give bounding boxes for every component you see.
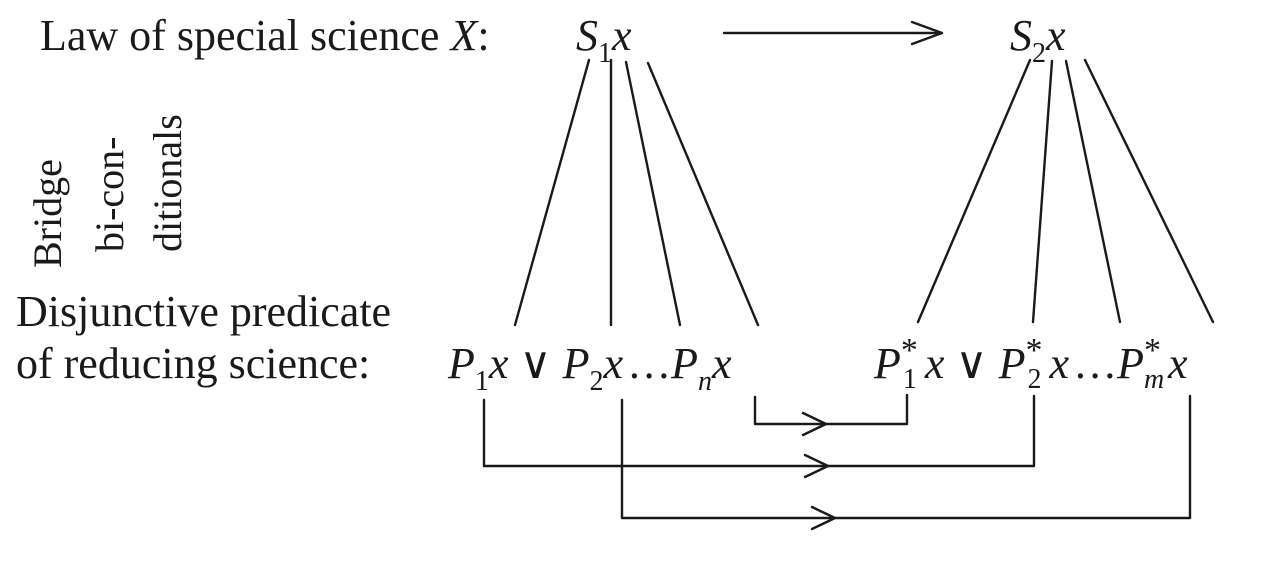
law-label-text: Law of special science xyxy=(40,11,451,60)
arrow-head-pn-p1star-icon xyxy=(801,411,828,437)
p2star-letter: P xyxy=(998,339,1026,388)
bridge-line-s2-p1 xyxy=(916,58,1032,324)
pmstar-asterisk: * xyxy=(1143,332,1161,369)
arrow-head-p2-pmstar-icon xyxy=(810,505,837,531)
s1-subscript: 1 xyxy=(598,38,612,69)
disjunctive-label-line1: Disjunctive predicate xyxy=(16,287,392,336)
p1-variable: x xyxy=(488,339,509,388)
or-symbol-1: ∨ xyxy=(519,339,552,388)
disjunctive-label-line2: of reducing science: xyxy=(16,339,371,388)
p2-subscript: 2 xyxy=(589,366,604,397)
arrow-p2-to-pmstar xyxy=(620,394,1192,520)
pn-letter: P xyxy=(671,339,698,388)
arrow-pn-to-p1star xyxy=(753,393,909,426)
p1-letter: P xyxy=(448,339,475,388)
s2-subscript: 2 xyxy=(1032,38,1046,69)
s1x-term: S1x xyxy=(576,11,632,68)
p2star-asterisk: * xyxy=(1025,332,1043,369)
science-variable: X xyxy=(450,11,478,60)
ellipsis-left: … xyxy=(627,339,672,388)
ellipsis-right: … xyxy=(1073,339,1118,388)
pn-subscript: n xyxy=(697,366,712,397)
p2-letter: P xyxy=(562,339,590,388)
law-label-colon: : xyxy=(477,11,490,60)
p1star-variable: x xyxy=(924,339,945,388)
pmstar-variable: x xyxy=(1167,339,1188,388)
bridge-line-s2-p3 xyxy=(1064,59,1122,324)
law-arrow-head-icon xyxy=(910,20,944,46)
s1-letter: S xyxy=(576,11,598,60)
arrow-p1-to-p2star xyxy=(482,394,1036,468)
or-symbol-star: ∨ xyxy=(955,339,988,388)
bridge-line-s1-p3 xyxy=(624,60,682,327)
law-label: Law of special science X: xyxy=(40,14,490,58)
s1-variable: x xyxy=(612,11,632,60)
arrow-head-p1-p2star-icon xyxy=(803,453,830,479)
s2-variable: x xyxy=(1046,11,1066,60)
bridge-line-s2-p2 xyxy=(1031,59,1054,324)
bridge-line-s1-p1 xyxy=(513,58,591,327)
p2star-variable: x xyxy=(1049,339,1070,388)
p2star-subscript: 2 xyxy=(1027,364,1042,395)
p1star-letter: P xyxy=(874,339,901,388)
bridge-line-s1-pn xyxy=(646,61,760,327)
p1-subscript: 1 xyxy=(474,366,489,397)
p1star-subscript: 1 xyxy=(902,364,917,395)
pmstar-letter: P xyxy=(1117,339,1144,388)
p1star-asterisk: * xyxy=(900,332,918,369)
left-disjunction: P1x ∨ P2x…Pnx xyxy=(448,339,732,396)
pmstar-subscript: m xyxy=(1143,364,1165,395)
s2x-term: S2x xyxy=(1010,11,1066,68)
p2-variable: x xyxy=(603,339,624,388)
s2-letter: S xyxy=(1010,11,1032,60)
bridge-line-s2-pm xyxy=(1083,58,1215,324)
pn-variable: x xyxy=(711,339,732,388)
